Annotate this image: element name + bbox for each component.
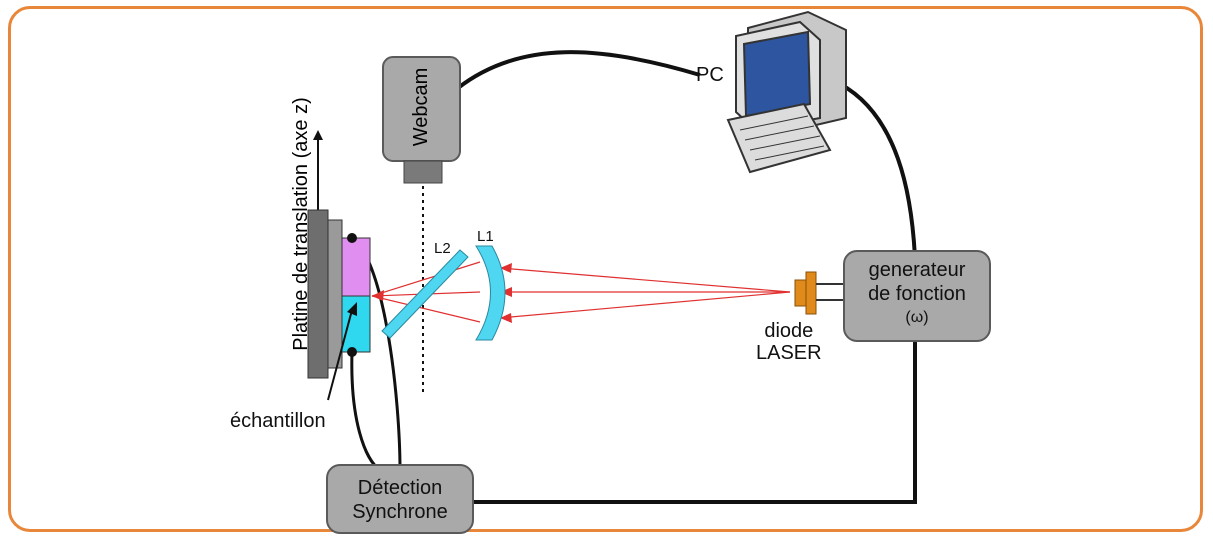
sample-contact-bottom [347,347,357,357]
cable-webcam-pc [456,50,701,90]
translation-stage-mount [327,219,343,369]
cable-sample-detection-2 [350,351,381,472]
cable-generator-detection [472,338,917,504]
laser-line2: LASER [756,342,822,364]
sample-contact-top [347,233,357,243]
sample-pointer-head [347,302,357,316]
platine-label: Platine de translation (axe z) [290,97,312,351]
detection-line2: Synchrone [352,501,448,523]
pc-label: PC [696,64,724,86]
lens-l2 [381,249,469,339]
beam-arrows [372,263,512,323]
pc-icon [726,10,847,174]
lens-l1-label: L1 [477,228,494,245]
generator-line3: (ω) [905,309,929,326]
sample-top [341,237,371,297]
lens-l1 [475,245,506,341]
laser-label: diode LASER [756,320,822,364]
cable-pc-generator [831,78,917,259]
laser-diode-flange [805,271,817,315]
laser-line1: diode [764,320,814,342]
webcam-label: Webcam [410,67,432,147]
z-axis-arrowhead [313,130,323,140]
sample-label: échantillon [230,410,326,432]
generator-line2: de fonction [868,283,966,305]
sample-pointer [327,309,353,401]
webcam-lens [403,160,443,184]
lock-in-detection-box: Détection Synchrone [326,464,474,534]
diagram-frame [8,6,1203,532]
detection-line1: Détection [357,477,443,499]
lens-l2-label: L2 [434,240,451,257]
generator-line1: generateur [868,259,966,281]
function-generator-box: generateur de fonction (ω) [843,250,991,342]
